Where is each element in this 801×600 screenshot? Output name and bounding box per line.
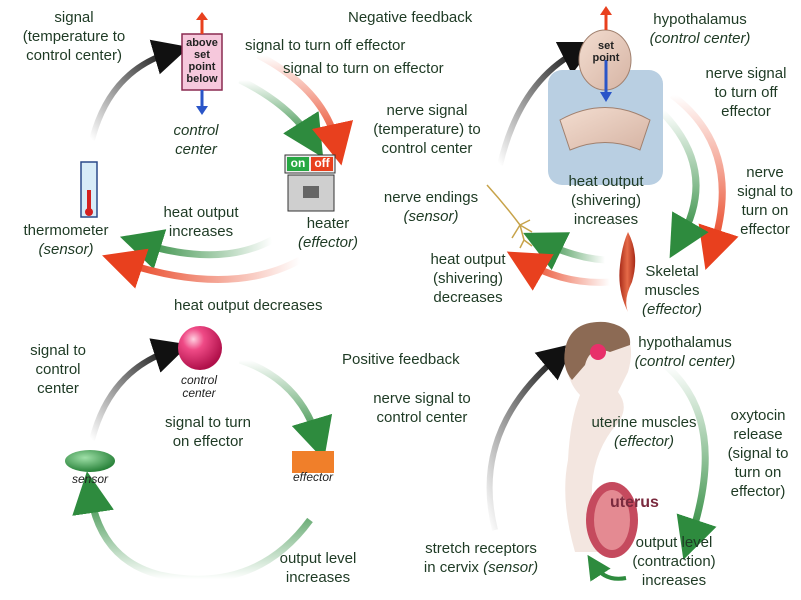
arrow-sensor-to-center (89, 39, 190, 141)
effector-box (292, 451, 334, 473)
hypothalamus-label: hypothalamus (control center) (649, 11, 751, 47)
skeletal-muscles-label: Skeletal muscles (effector) (641, 263, 702, 318)
arrow-heat-increases (119, 229, 274, 270)
uterus-label: uterus (610, 494, 659, 511)
generic-output-increases-label: output level increases (279, 550, 357, 586)
generic-control-center-label: control center (180, 373, 218, 400)
setpoint-box-label: above set point below (186, 37, 218, 85)
stretch-receptors-label: stretch receptors in cervix (sensor) (423, 540, 539, 576)
generic-effector-label: effector (292, 470, 334, 484)
thermostat-signal-on-label: signal to turn on effector (283, 60, 444, 77)
negative-feedback-title: Negative feedback (348, 9, 473, 26)
nerve-signal-on-label: nerve signal to turn on effector (737, 164, 793, 238)
heater-on-switch: on (290, 156, 306, 170)
generic-sensor-label: sensor (71, 472, 109, 486)
uterine-muscles-label: uterine muscles (effector) (591, 414, 697, 450)
arrow-cervix-to-hypothalamus (486, 343, 574, 531)
arrow-shivering-increases (523, 232, 606, 271)
shivering-increases-label: heat output (shivering) increases (568, 173, 644, 228)
setpoint-box (181, 12, 223, 115)
thermostat-control-center-label: control center (173, 122, 219, 158)
thermostat-heat-increases-label: heat output increases (163, 204, 239, 240)
positive-feedback-title: Positive feedback (342, 351, 460, 368)
pregnant-woman-illustration (564, 321, 638, 558)
thermometer-label: thermometer (sensor) (23, 222, 109, 258)
sensor-ellipse (65, 450, 115, 472)
nerve-endings-icon (486, 184, 533, 249)
arrow-signal-on-heater (238, 76, 324, 158)
thermostat-heat-decreases-label: heat output decreases (174, 297, 323, 314)
heater-off-switch: off (314, 156, 330, 170)
generic-signal-on-label: signal to turn on effector (165, 414, 251, 450)
arrow-nerve-signal-off (669, 92, 739, 270)
arrow-generic-sensor-to-center (89, 338, 190, 441)
arrow-signal-off-heater (256, 51, 354, 166)
childbirth-hypothalamus-label: hypothalamus (control center) (634, 334, 736, 370)
heater-label: heater (effector) (297, 215, 358, 251)
childbirth-nerve-signal-label: nerve signal to control center (373, 390, 471, 426)
arrow-generic-center-to-effector (238, 356, 333, 461)
shivering-decreases-label: heat output (shivering) decreases (430, 251, 506, 306)
nerve-endings-label: nerve endings (sensor) (383, 189, 479, 225)
arrow-shivering-decreases (506, 251, 611, 291)
contraction-output-label: output level (contraction) increases (632, 534, 716, 589)
shivering-man-illustration (548, 6, 663, 185)
thermometer-icon (80, 161, 98, 218)
control-center-sphere (178, 326, 222, 370)
heater-icon (284, 154, 336, 212)
arrow-heat-decreases (102, 248, 302, 289)
thermostat-signal-off-label: signal to turn off effector (245, 37, 406, 54)
skeletal-muscle-icon (619, 232, 636, 312)
nerve-signal-off-label: nerve signal to turn off effector (705, 65, 787, 120)
arrow-contraction-loop (587, 554, 627, 582)
oxytocin-release-label: oxytocin release (signal to turn on effe… (727, 407, 789, 500)
head-setpoint-label: set point (592, 40, 620, 64)
generic-signal-to-center-label: signal to control center (30, 342, 86, 397)
nerve-signal-in-label: nerve signal (temperature) to control ce… (373, 102, 481, 157)
arrow-nerve-signal-on (657, 107, 709, 259)
thermostat-signal-to-center-label: signal (temperature to control center) (22, 9, 126, 64)
arrow-oxytocin-release (662, 362, 717, 560)
arrow-generic-effector-to-sensor (72, 471, 313, 583)
arrow-nerve-to-hypothalamus (497, 41, 597, 166)
